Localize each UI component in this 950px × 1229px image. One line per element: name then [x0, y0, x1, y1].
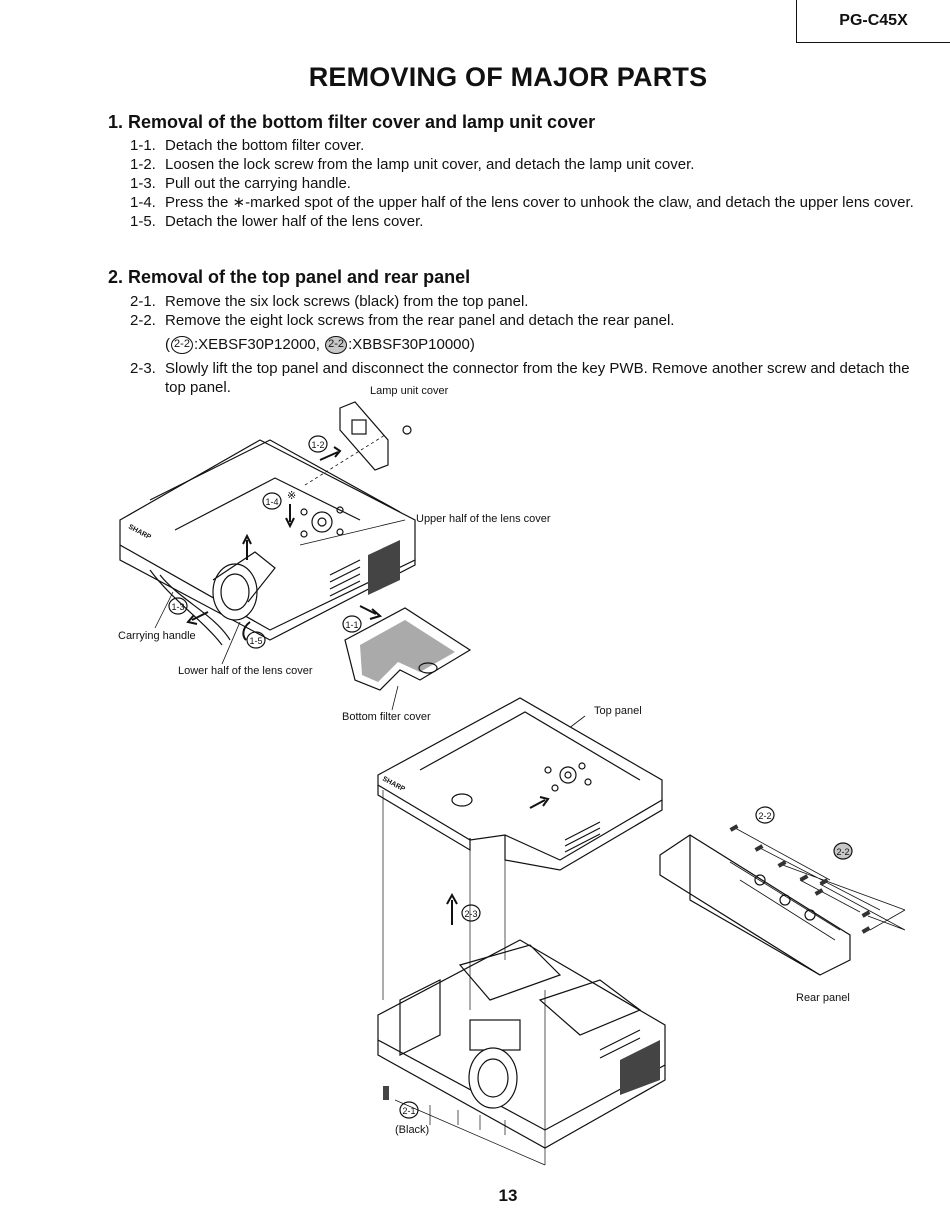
label-upper-lens-cover: Upper half of the lens cover	[416, 513, 551, 525]
label-top-panel: Top panel	[594, 705, 642, 717]
svg-text:1-1: 1-1	[345, 620, 358, 630]
brand-logo-top-panel: SHARP	[381, 776, 406, 794]
chassis-illustration	[377, 939, 666, 1149]
labels-upper: Lamp unit cover Upper half of the lens c…	[118, 385, 850, 1136]
screw-reference-line: ( 2-2 :XEBSF30P12000, 2-2 :XBBSF30P10000…	[165, 335, 475, 354]
step-1-5: 1-5.Detach the lower half of the lens co…	[130, 213, 424, 230]
callout-badge-2-2-filled: 2-2	[325, 335, 348, 354]
step-1-4: 1-4.Press the ∗-marked spot of the upper…	[130, 194, 914, 211]
step-1-2: 1-2.Loosen the lock screw from the lamp …	[130, 156, 695, 173]
svg-text:1-2: 1-2	[311, 440, 324, 450]
label-lower-lens-cover: Lower half of the lens cover	[178, 665, 313, 677]
step-2-3: 2-3.Slowly lift the top panel and discon…	[130, 360, 910, 396]
direction-arrows-upper	[186, 446, 383, 641]
leader-lines-upper	[154, 591, 586, 736]
page-number: 13	[498, 1186, 518, 1205]
brand-logo: SHARP	[127, 524, 152, 542]
section-heading-2: 2. Removal of the top panel and rear pan…	[108, 267, 471, 287]
section-heading-1: 1. Removal of the bottom filter cover an…	[108, 112, 596, 132]
lamp-unit-cover-illustration	[304, 401, 412, 486]
svg-text:2-3: 2-3	[464, 909, 477, 919]
rear-panel-screw-lines	[734, 827, 906, 931]
step-list-2b: 2-3.Slowly lift the top panel and discon…	[130, 359, 920, 397]
step-2-2: 2-2.Remove the eight lock screws from th…	[130, 312, 675, 329]
svg-text:1-3: 1-3	[171, 602, 184, 612]
step-1-3: 1-3.Pull out the carrying handle.	[130, 175, 351, 192]
svg-text:1-4: 1-4	[265, 497, 278, 507]
step-1-1: 1-1.Detach the bottom filter cover.	[130, 137, 365, 154]
model-number: PG-C45X	[796, 0, 950, 43]
step-2-1: 2-1.Remove the six lock screws (black) f…	[130, 293, 529, 310]
svg-text:※: ※	[287, 490, 296, 502]
svg-text:2-2: 2-2	[836, 847, 849, 857]
label-rear-panel: Rear panel	[796, 992, 850, 1004]
svg-text:2-1: 2-1	[402, 1106, 415, 1116]
svg-text:1-5: 1-5	[249, 636, 262, 646]
page-title: REMOVING OF MAJOR PARTS	[308, 62, 708, 92]
rear-panel-illustration	[659, 834, 851, 976]
label-bottom-filter-cover: Bottom filter cover	[342, 711, 431, 723]
top-panel-illustration: SHARP	[377, 697, 663, 871]
step-list-2a: 2-1.Remove the six lock screws (black) f…	[130, 292, 920, 330]
direction-arrow-2-3	[446, 892, 458, 925]
callout-badge-2-2: 2-2	[171, 335, 193, 354]
svg-text:2-2: 2-2	[758, 811, 771, 821]
step-list-1: 1-1.Detach the bottom filter cover. 1-2.…	[130, 136, 920, 231]
assembly-guide-lines	[382, 790, 546, 1166]
projector-upper-illustration: SHARP	[119, 439, 416, 646]
callouts-lower: 2-3 2-2 2-2 2-1	[399, 806, 853, 1119]
label-black: (Black)	[395, 1124, 429, 1136]
rear-panel-screws	[729, 824, 871, 934]
label-carrying-handle: Carrying handle	[118, 630, 196, 642]
callouts-upper: 1-2 1-4 ※ 1-3 1-1 1-5	[168, 435, 362, 649]
bottom-filter-cover-illustration	[344, 607, 472, 691]
